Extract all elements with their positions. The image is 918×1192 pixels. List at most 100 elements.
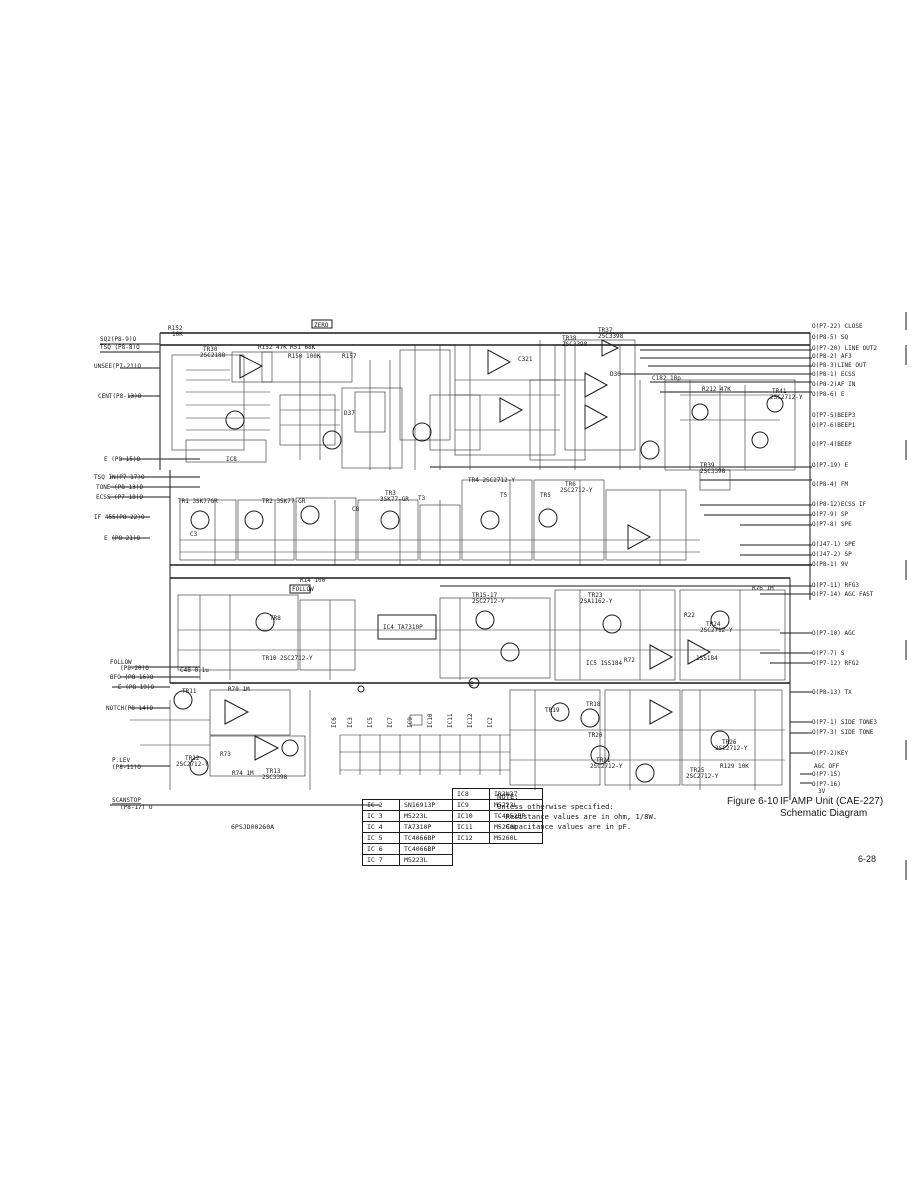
tr4-label: TR4 2SC2712-Y <box>468 477 515 484</box>
block-detector-section <box>177 589 786 681</box>
tr21-part: 2SC2712-Y <box>590 763 623 770</box>
port-3v: 3V <box>818 788 826 795</box>
ic7-label: IC7 <box>387 717 394 728</box>
port-p716: O(P7-16) <box>812 781 841 788</box>
bus-lines <box>100 332 812 806</box>
ic-id-cell: IC 7 <box>362 854 400 866</box>
r152-value: 10K <box>172 331 183 338</box>
port-scanstop-pin: (P8-17) O <box>120 804 153 811</box>
port-beep3: O(P7-5)BEEP3 <box>812 412 856 419</box>
ic6-label: IC6 <box>331 717 338 728</box>
page-number: 6-28 <box>858 854 877 864</box>
port-beep: O(P7-4)BEEP <box>812 441 852 448</box>
follow-box <box>289 584 311 594</box>
tr25-part: 2SC2712-Y <box>686 773 719 780</box>
tr6-part: 2SC2712-Y <box>560 487 593 494</box>
note-line-1: Unless otherwise specified: <box>497 802 614 811</box>
r151-label: R51 68K <box>290 344 316 351</box>
port-key: O(P7-2)KEY <box>812 750 849 757</box>
t3-label: T3 <box>418 495 426 502</box>
ic-id-cell: IC8 <box>452 788 490 800</box>
port-e2: E (P8-21)O <box>104 535 141 542</box>
ic-id-cell <box>363 789 400 800</box>
port-plev: P.LEV <box>112 757 130 764</box>
port-agc: O(P7-10) AGC <box>812 630 856 637</box>
port-af3: O(P8-2) AF3 <box>812 353 852 360</box>
port-e-r2: O(P7-19) E <box>812 462 849 469</box>
port-sq: O(P8-5) SQ <box>812 334 849 341</box>
port-agcoff: AGC OFF <box>814 763 840 770</box>
block-af-section <box>454 339 660 470</box>
tr30-part: 2SC2188 <box>200 352 226 359</box>
tr5-label: TR5 <box>540 492 551 499</box>
tr39-part: 2SC3398 <box>700 468 726 475</box>
port-tx: O(P8-13) TX <box>812 689 852 696</box>
ic-id-cell: IC 5 <box>362 832 400 844</box>
ic10-label: IC10 <box>427 713 434 728</box>
tr25-label: TR25 <box>690 767 705 774</box>
r150-label: R150 100K <box>288 353 321 360</box>
port-tsq: TSQ (P8-8)O <box>100 344 140 351</box>
tr24-label: TR24 <box>706 621 721 628</box>
tr30-label: TR30 <box>203 346 218 353</box>
tr19-label: TR19 <box>545 707 560 714</box>
port-spe2: O(J47-1) SPE <box>812 541 856 548</box>
ic12-label: IC12 <box>467 713 474 728</box>
port-follow: FOLLOW <box>110 659 132 666</box>
port-cent: CENT(P8-13)O <box>98 393 142 400</box>
ic-part-cell: TC4066BP <box>399 832 453 844</box>
tr3-label: TR3 <box>385 490 396 497</box>
port-if455: IF 455(P8-22)O <box>94 514 145 521</box>
port-rfg2: O(P7-12) RFG2 <box>812 660 859 667</box>
ic-id-cell <box>453 855 490 866</box>
r76-label: R76 1M <box>752 585 774 592</box>
tr12-part: 2SC2712-Y <box>176 761 209 768</box>
tr38-label: TR38 <box>562 335 577 342</box>
c3-label: C3 <box>190 531 198 538</box>
port-sidetone: O(P7-3) SIDE TONE <box>812 729 874 736</box>
tr37-label: TR37 <box>598 327 613 334</box>
port-sp: O(P7-9) SP <box>812 511 849 518</box>
tr11-label: TR11 <box>182 688 197 695</box>
figure-caption: Figure 6-10 IF AMP Unit (CAE-227) Schema… <box>727 796 883 819</box>
figure-title-line-1: IF AMP Unit (CAE-227) <box>780 796 884 807</box>
port-e1: E (P8-15)O <box>104 456 141 463</box>
tr39-label: TR39 <box>700 462 715 469</box>
tr3-part: 3SK77-GR <box>380 496 409 503</box>
block-if-strip <box>179 479 700 565</box>
tr13-label: TR13 <box>266 768 281 775</box>
tr15-label: TR15-17 <box>472 592 498 599</box>
zero-label: ZERO <box>314 322 329 329</box>
tr41-label: TR41 <box>772 388 787 395</box>
ic-id-cell: IC12 <box>452 832 490 844</box>
right-ports: O(P7-22) CLOSE O(P8-5) SQ O(P7-20) LINE … <box>812 323 877 795</box>
tr41-part: 2SC2712-Y <box>770 394 803 401</box>
port-beep1: O(P7-6)BEEP1 <box>812 422 856 429</box>
notes-block: NOTE: Unless otherwise specified: - Resi… <box>497 792 657 832</box>
c321-label: C321 <box>518 356 533 363</box>
r152-label: R152 <box>168 325 183 332</box>
block-notch-section <box>130 677 480 790</box>
block-sidetone-section <box>509 689 785 790</box>
r152b-label: R152 47K <box>258 344 287 351</box>
ic4-label: IC4 TA7310P <box>383 624 423 631</box>
block-beep-section <box>664 379 796 491</box>
port-lineout2: O(P7-20) LINE OUT2 <box>812 345 877 352</box>
port-notch: NOTCH(P8-14)O <box>106 705 153 712</box>
port-afin: O(P8-2)AF IN <box>812 381 856 388</box>
ic-id-cell: IC 3 <box>362 810 400 822</box>
c48-label: C48 0.1u <box>180 667 209 674</box>
ic-part-cell: TC4066BP <box>399 843 453 855</box>
note-line-2: - Resistance values are in ohm, 1/8W. <box>497 812 658 821</box>
tr18-label: TR18 <box>586 701 601 708</box>
ic-part-cell: M5223L <box>399 854 453 866</box>
ic5b-label: IC5 <box>367 717 374 728</box>
d35-label: 1SS184 <box>696 655 718 662</box>
ic-id-cell <box>453 844 490 855</box>
port-rfg3: O(P7-11) RFG3 <box>812 582 859 589</box>
tr15-part: 2SC2712-Y <box>472 598 505 605</box>
port-spe: O(P7-8) SPE <box>812 521 852 528</box>
ic11-label: IC11 <box>447 713 454 728</box>
